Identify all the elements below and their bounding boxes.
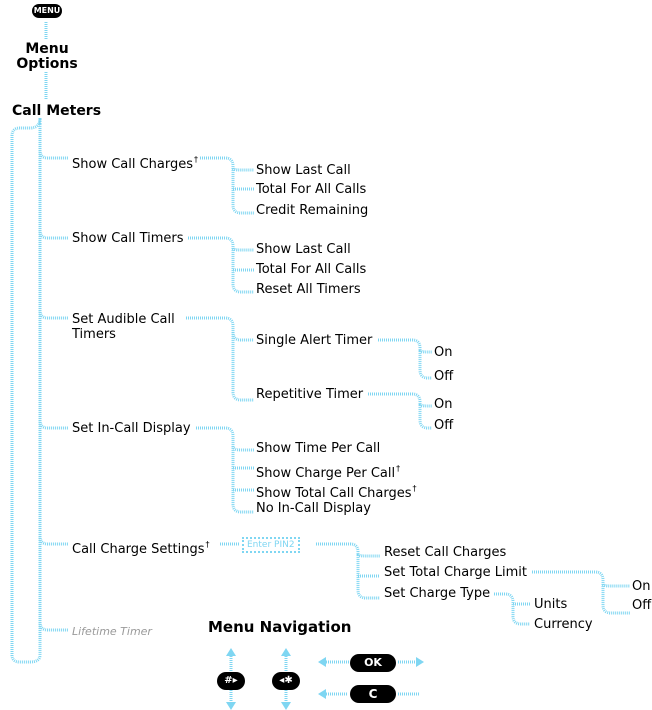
repetitive-opt-off[interactable]: Off	[434, 418, 454, 433]
sub-settings-2[interactable]: Set Charge Type	[384, 586, 491, 601]
item-call-charge-settings[interactable]: Call Charge Settings†	[72, 537, 210, 557]
call-meters-heading: Call Meters	[12, 103, 102, 119]
dagger-mark: †	[412, 484, 417, 493]
sub-charges-2[interactable]: Credit Remaining	[256, 203, 369, 218]
sub-incall-1[interactable]: Show Charge Per Call†	[256, 461, 400, 481]
sub-settings-1[interactable]: Set Total Charge Limit	[384, 565, 527, 580]
dagger-mark: †	[194, 155, 199, 164]
star-key-icon[interactable]: ◂✱	[272, 672, 300, 690]
hash-key-icon[interactable]: #▸	[217, 672, 245, 690]
type-opt-currency[interactable]: Currency	[534, 617, 593, 632]
menu-navigation-title: Menu Navigation	[208, 618, 352, 636]
ok-key-icon[interactable]: OK	[350, 654, 396, 672]
menu-key-icon[interactable]: MENU	[32, 4, 62, 18]
single-opt-off[interactable]: Off	[434, 369, 454, 384]
nav-up-arrow-right	[281, 648, 291, 656]
sub-incall-3[interactable]: No In-Call Display	[256, 501, 371, 516]
limit-opt-on[interactable]: On	[632, 579, 651, 594]
sub-label: Show Total Call Charges	[256, 486, 412, 501]
nav-down-arrow-right	[281, 702, 291, 710]
sub-timers-2[interactable]: Reset All Timers	[256, 282, 361, 297]
sub-label: Show Charge Per Call	[256, 466, 396, 481]
sub-timers-0[interactable]: Show Last Call	[256, 242, 351, 257]
sub-charges-0[interactable]: Show Last Call	[256, 163, 351, 178]
item-set-audible-call-timers[interactable]: Set Audible Call Timers	[72, 312, 175, 342]
limit-opt-off[interactable]: Off	[632, 598, 652, 613]
sub-audible-0[interactable]: Single Alert Timer	[256, 333, 373, 348]
item-show-call-timers[interactable]: Show Call Timers	[72, 231, 184, 246]
nav-left-arrow-c	[318, 689, 326, 699]
sub-timers-1[interactable]: Total For All Calls	[256, 262, 367, 277]
sub-audible-1[interactable]: Repetitive Timer	[256, 387, 364, 402]
type-opt-units[interactable]: Units	[534, 597, 568, 612]
sub-incall-0[interactable]: Show Time Per Call	[256, 441, 381, 456]
c-key-icon[interactable]: C	[350, 685, 396, 703]
item-show-call-charges[interactable]: Show Call Charges†	[72, 152, 198, 172]
nav-down-arrow-left	[226, 702, 236, 710]
sub-settings-0[interactable]: Reset Call Charges	[384, 545, 507, 560]
nav-left-arrow-ok	[318, 657, 326, 667]
nav-up-arrow-left	[226, 648, 236, 656]
sub-incall-2[interactable]: Show Total Call Charges†	[256, 481, 417, 501]
sub-charges-1[interactable]: Total For All Calls	[256, 182, 367, 197]
dagger-mark: †	[396, 464, 401, 473]
nav-right-arrow-ok	[416, 657, 424, 667]
repetitive-opt-on[interactable]: On	[434, 397, 453, 412]
item-lifetime-timer: Lifetime Timer	[72, 625, 152, 638]
menu-options-label: Menu Options	[16, 41, 78, 72]
enter-pin2-box: Enter PIN2	[242, 537, 300, 553]
item-label: Show Call Charges	[72, 157, 194, 172]
item-label: Call Charge Settings	[72, 542, 205, 557]
dagger-mark: †	[205, 540, 210, 549]
single-opt-on[interactable]: On	[434, 345, 453, 360]
item-set-in-call-display[interactable]: Set In-Call Display	[72, 421, 191, 436]
